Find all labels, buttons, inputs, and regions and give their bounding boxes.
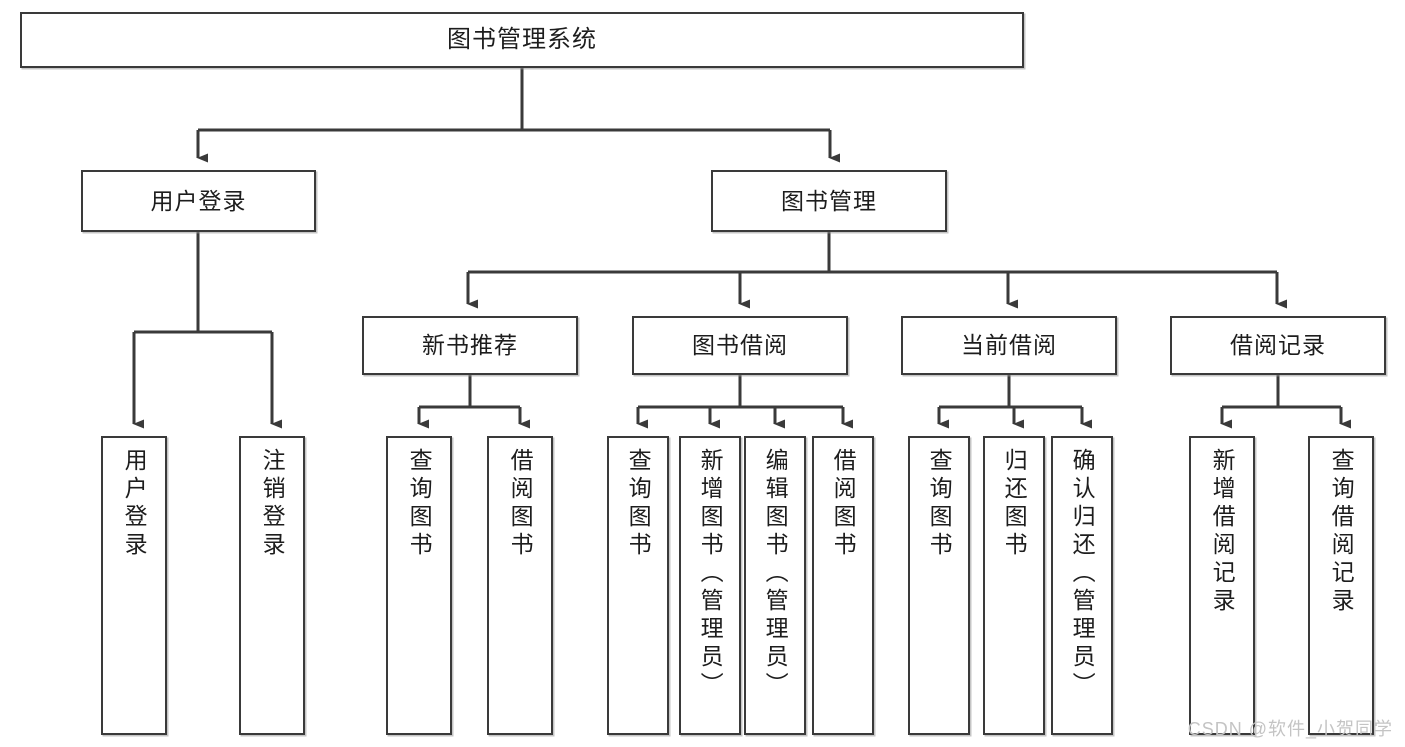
leaf-user-login-label: 用户登录 <box>121 448 148 560</box>
node-root[interactable]: 图书管理系统 <box>20 12 1024 68</box>
node-user-login[interactable]: 用户登录 <box>81 170 316 232</box>
node-user-login-label: 用户登录 <box>150 187 247 214</box>
leaf-add-borrow-record-label: 新增借阅记录 <box>1209 448 1236 616</box>
leaf-query-book-borrow[interactable]: 查询图书 <box>607 436 669 735</box>
node-current-borrow-label: 当前借阅 <box>961 332 1057 359</box>
leaf-add-borrow-record[interactable]: 新增借阅记录 <box>1189 436 1255 735</box>
node-book-borrow[interactable]: 图书借阅 <box>632 316 848 375</box>
leaf-confirm-return-admin[interactable]: 确认归还（管理员） <box>1051 436 1113 735</box>
node-book-management[interactable]: 图书管理 <box>711 170 947 232</box>
leaf-logout-label: 注销登录 <box>259 448 286 560</box>
node-root-label: 图书管理系统 <box>447 26 597 53</box>
leaf-add-book-admin-label: 新增图书（管理员） <box>697 448 724 700</box>
leaf-return-book-label: 归还图书 <box>1001 448 1028 560</box>
node-new-book-recommend[interactable]: 新书推荐 <box>362 316 578 375</box>
csdn-watermark: CSDN @软件_小贺同学 <box>1187 719 1393 739</box>
leaf-logout[interactable]: 注销登录 <box>239 436 305 735</box>
leaf-query-book-borrow-label: 查询图书 <box>625 448 652 560</box>
leaf-query-book-recommend[interactable]: 查询图书 <box>386 436 452 735</box>
leaf-query-book-current-label: 查询图书 <box>926 448 953 560</box>
leaf-query-book-current[interactable]: 查询图书 <box>908 436 970 735</box>
node-borrow-record-label: 借阅记录 <box>1230 332 1326 359</box>
node-borrow-record[interactable]: 借阅记录 <box>1170 316 1386 375</box>
node-new-book-recommend-label: 新书推荐 <box>422 332 518 359</box>
leaf-return-book[interactable]: 归还图书 <box>983 436 1045 735</box>
leaf-add-book-admin[interactable]: 新增图书（管理员） <box>679 436 741 735</box>
leaf-edit-book-admin[interactable]: 编辑图书（管理员） <box>744 436 806 735</box>
leaf-edit-book-admin-label: 编辑图书（管理员） <box>762 448 789 700</box>
leaf-borrow-book[interactable]: 借阅图书 <box>812 436 874 735</box>
leaf-query-book-recommend-label: 查询图书 <box>406 448 433 560</box>
leaf-borrow-book-recommend-label: 借阅图书 <box>507 448 534 560</box>
node-book-management-label: 图书管理 <box>781 187 877 214</box>
leaf-borrow-book-recommend[interactable]: 借阅图书 <box>487 436 553 735</box>
leaf-query-borrow-record-label: 查询借阅记录 <box>1328 448 1355 616</box>
leaf-borrow-book-label: 借阅图书 <box>830 448 857 560</box>
leaf-user-login[interactable]: 用户登录 <box>101 436 167 735</box>
node-current-borrow[interactable]: 当前借阅 <box>901 316 1117 375</box>
leaf-confirm-return-admin-label: 确认归还（管理员） <box>1069 448 1096 700</box>
leaf-query-borrow-record[interactable]: 查询借阅记录 <box>1308 436 1374 735</box>
node-book-borrow-label: 图书借阅 <box>692 332 788 359</box>
